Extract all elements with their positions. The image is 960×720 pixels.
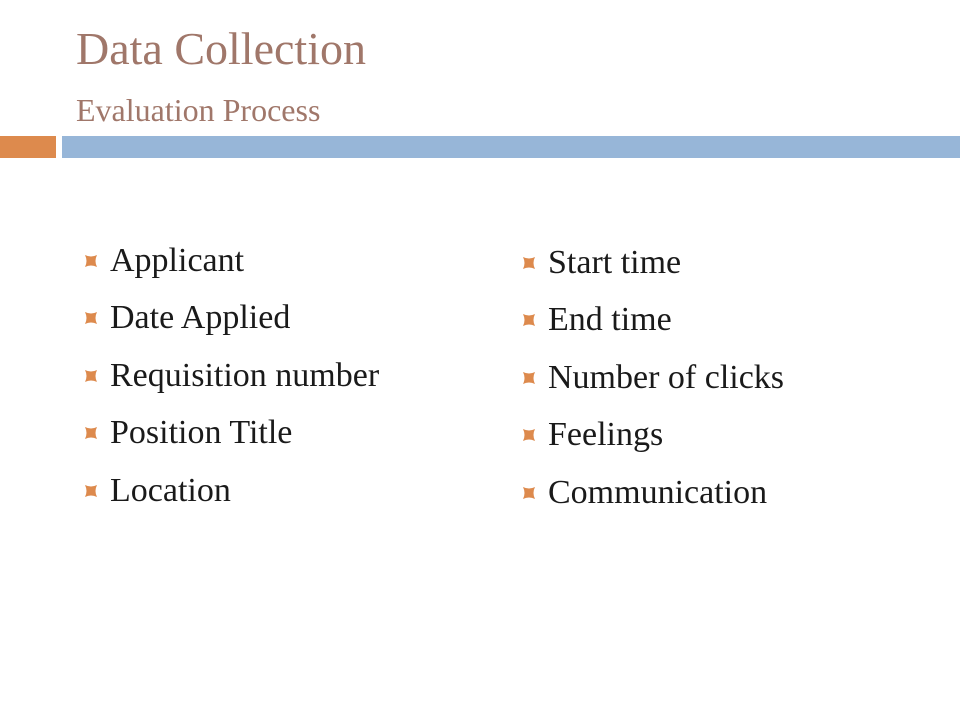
list-item: Start time (522, 234, 784, 292)
quatrefoil-bullet-icon (84, 426, 98, 440)
list-item: End time (522, 292, 784, 350)
quatrefoil-bullet-icon (522, 371, 536, 385)
list-item-label: Feelings (548, 416, 664, 454)
quatrefoil-bullet-icon (522, 428, 536, 442)
list-item-label: Applicant (110, 241, 245, 279)
quatrefoil-bullet-icon (522, 256, 536, 270)
quatrefoil-bullet-icon (84, 254, 98, 268)
quatrefoil-bullet-icon (84, 369, 98, 383)
accent-bar-blue (62, 136, 960, 158)
list-item: Feelings (522, 407, 784, 465)
quatrefoil-bullet-icon (522, 486, 536, 500)
list-item: Requisition number (84, 347, 379, 405)
quatrefoil-bullet-icon (522, 313, 536, 327)
accent-bar-orange (0, 136, 56, 158)
list-item: Location (84, 462, 379, 520)
list-item-label: Start time (548, 243, 682, 281)
left-bullet-list: Applicant Date Applied Requisition numbe… (84, 232, 379, 520)
list-item-label: Requisition number (110, 356, 380, 394)
right-bullet-list: Start time End time Number of clicks Fee… (522, 234, 784, 522)
slide-title: Data Collection (76, 23, 366, 74)
list-item: Applicant (84, 232, 379, 290)
list-item-label: End time (548, 301, 672, 339)
list-item-label: Communication (548, 473, 768, 511)
list-item-label: Date Applied (110, 299, 291, 337)
quatrefoil-bullet-icon (84, 484, 98, 498)
slide-subtitle: Evaluation Process (76, 92, 321, 128)
list-item: Number of clicks (522, 349, 784, 407)
list-item-label: Number of clicks (548, 358, 785, 396)
list-item: Communication (522, 464, 784, 522)
list-item-label: Location (110, 471, 231, 509)
quatrefoil-bullet-icon (84, 311, 98, 325)
list-item-label: Position Title (110, 414, 293, 452)
list-item: Position Title (84, 405, 379, 463)
list-item: Date Applied (84, 290, 379, 348)
